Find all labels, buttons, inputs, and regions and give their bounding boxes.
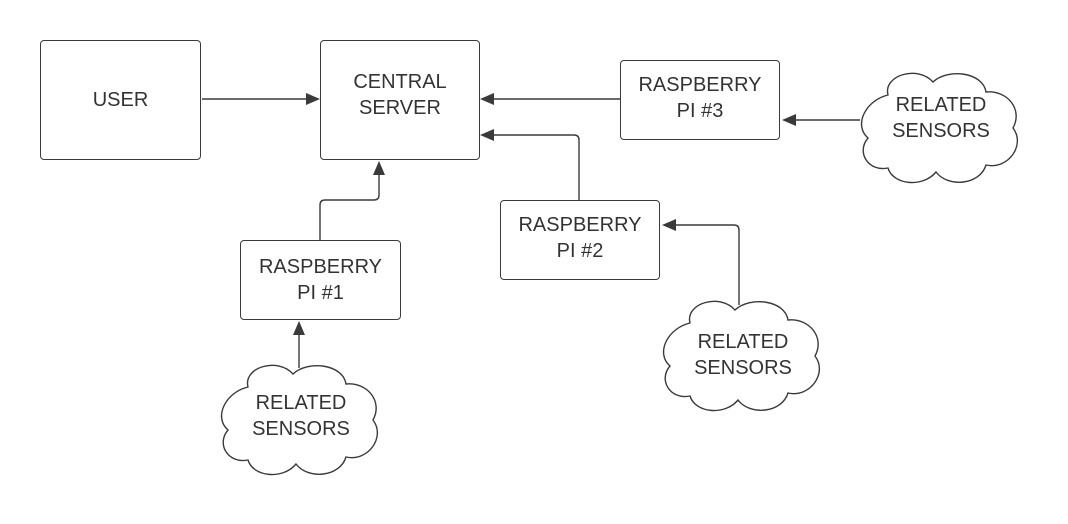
node-raspberry-pi-2-label: RASPBERRY PI #2 <box>518 214 642 262</box>
arrowhead-sensors3-to-pi3 <box>782 114 796 126</box>
arrowhead-pi3-to-server <box>480 93 494 105</box>
node-central-server <box>320 40 480 160</box>
node-raspberry-pi-3-label: RASPBERRY PI #3 <box>638 74 762 122</box>
node-raspberry-pi-3 <box>620 60 780 140</box>
node-central-server-label: CENTRAL SERVER <box>353 71 447 119</box>
edge-pi2-to-server <box>494 134 580 200</box>
arrowhead-sensors2-to-pi2 <box>662 219 676 231</box>
node-raspberry-pi-2 <box>500 200 660 280</box>
node-user-label: USER <box>92 89 149 111</box>
node-related-sensors-3-label: RELATED SENSORS <box>892 94 990 142</box>
node-related-sensors-2-label: RELATED SENSORS <box>694 331 792 379</box>
node-raspberry-pi-1 <box>240 240 401 320</box>
arrowhead-pi1-to-server <box>373 161 385 175</box>
edge-pi1-to-server <box>319 175 380 240</box>
arrowhead-pi2-to-server <box>480 129 494 141</box>
edge-sensors2-to-pi2 <box>676 224 740 305</box>
cloud-shape-sensors1 <box>220 364 379 476</box>
arrowhead-sensors1-to-pi1 <box>293 321 305 335</box>
node-raspberry-pi-1-label: RASPBERRY PI #1 <box>258 256 382 304</box>
node-related-sensors-1-label: RELATED SENSORS <box>252 392 350 440</box>
cloud-shape-sensors3 <box>860 72 1019 184</box>
node-user <box>40 40 201 160</box>
cloud-shape-sensors2 <box>662 300 821 412</box>
arrowhead-user-to-server <box>306 93 320 105</box>
